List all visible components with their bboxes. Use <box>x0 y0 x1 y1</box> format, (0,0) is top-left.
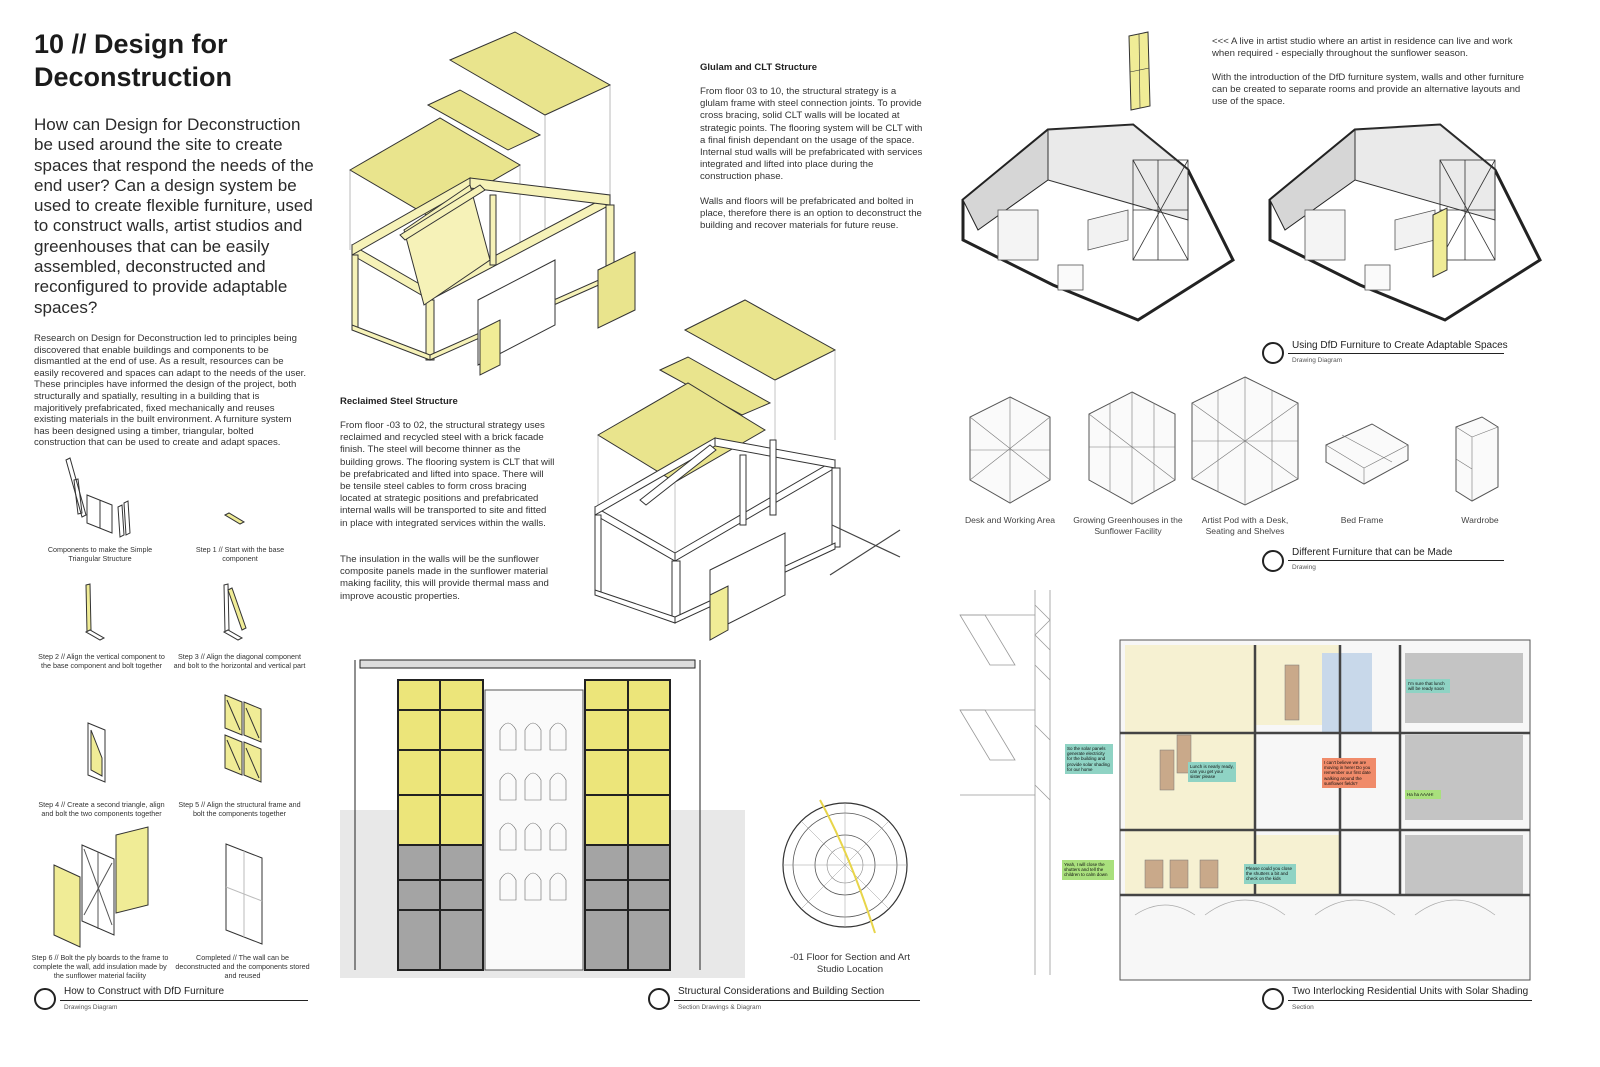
speech-bubble: I'm sure that lunch will be ready soon <box>1406 679 1450 694</box>
step4-drawing <box>87 722 106 783</box>
figure-sub-3: Drawing Diagram <box>1292 357 1343 364</box>
figure-sub-1: Drawings Diagram <box>64 1004 118 1011</box>
furniture-greenhouse-drawing <box>1088 391 1176 505</box>
residential-section-drawing <box>959 590 1531 981</box>
furniture-desk-drawing <box>969 396 1051 504</box>
glulam-paragraph-1: From floor 03 to 10, the structural stra… <box>700 86 923 183</box>
figure-title-4: Different Furniture that can be Made <box>1292 547 1453 558</box>
figure-title-2: Structural Considerations and Building S… <box>678 986 885 997</box>
figure-marker-4 <box>1262 550 1284 572</box>
figure-sub-5: Section <box>1292 1004 1314 1011</box>
step-caption: Completed // The wall can be deconstruct… <box>175 953 310 980</box>
steel-paragraph-1: From floor -03 to 02, the structural str… <box>340 420 555 529</box>
step-caption: Step 4 // Create a second triangle, alig… <box>38 800 165 818</box>
speech-bubble: I can't believe we are moving in here! D… <box>1322 758 1376 789</box>
glulam-structure-drawing <box>349 31 636 376</box>
furniture-bed-frame-drawing <box>1325 423 1409 485</box>
glulam-paragraph-2: Walls and floors will be prefabricated a… <box>700 196 922 232</box>
speech-bubble: So the solar panels generate electricity… <box>1065 744 1113 775</box>
step-caption: Step 6 // Bolt the ply boards to the fra… <box>31 953 169 980</box>
steel-heading: Reclaimed Steel Structure <box>340 396 458 407</box>
speech-bubble: Yeah, I will close the shutters and tell… <box>1062 860 1114 880</box>
design-question: How can Design for Deconstruction be use… <box>34 115 314 317</box>
completed-drawing <box>225 843 263 945</box>
building-section-drawing <box>340 650 745 978</box>
step-caption: Step 3 // Align the diagonal component a… <box>173 652 306 670</box>
figure-marker-2 <box>648 988 670 1010</box>
studio-paragraph-2: With the introduction of the DfD furnitu… <box>1212 72 1524 108</box>
figure-marker-5 <box>1262 988 1284 1010</box>
speech-bubble: Ha ha AAAH! <box>1405 790 1441 800</box>
research-paragraph: Research on Design for Deconstruction le… <box>34 333 307 449</box>
figure-sub-4: Drawing <box>1292 564 1316 571</box>
step-caption: Step 2 // Align the vertical component t… <box>38 652 165 670</box>
furniture-label: Artist Pod with a Desk, Seating and Shel… <box>1201 515 1289 536</box>
steel-structure-drawing <box>594 299 901 641</box>
glulam-heading: Glulam and CLT Structure <box>700 62 818 73</box>
floor-plan-drawing <box>782 799 908 934</box>
step5-drawing <box>224 694 262 783</box>
figure-title-3: Using DfD Furniture to Create Adaptable … <box>1292 340 1508 351</box>
figure-title-1: How to Construct with DfD Furniture <box>64 986 225 997</box>
furniture-label: Desk and Working Area <box>964 515 1056 525</box>
furniture-label: Bed Frame <box>1340 515 1384 525</box>
location-caption: -01 Floor for Section and Art Studio Loc… <box>790 952 910 976</box>
page-title: 10 // Design for Deconstruction <box>34 29 233 92</box>
studio-drawing-after <box>1268 123 1542 322</box>
studio-drawing-before <box>961 123 1235 322</box>
furniture-wardrobe-drawing <box>1455 416 1499 502</box>
speech-bubble: Lunch is nearly ready, can you get your … <box>1188 762 1236 782</box>
steel-paragraph-2: The insulation in the walls will be the … <box>340 554 549 602</box>
step3-drawing <box>222 583 247 641</box>
step-caption: Components to make the Simple Triangular… <box>47 545 153 563</box>
step-caption: Step 1 // Start with the base component <box>195 545 285 563</box>
studio-paragraph-1: <<< A live in artist studio where an art… <box>1212 36 1513 60</box>
figure-marker-3 <box>1262 342 1284 364</box>
figure-title-5: Two Interlocking Residential Units with … <box>1292 986 1529 997</box>
step1-drawing <box>223 512 246 525</box>
figure-marker-1 <box>34 988 56 1010</box>
step6-drawing <box>53 826 149 948</box>
step-caption: Step 5 // Align the structural frame and… <box>178 800 301 818</box>
furniture-label: Growing Greenhouses in the Sunflower Fac… <box>1073 515 1183 536</box>
speech-bubble: Please could you close the shutters a bi… <box>1244 864 1296 884</box>
furniture-label: Wardrobe <box>1461 515 1499 525</box>
studio-wall-panel <box>1128 31 1151 111</box>
furniture-artist-pod-drawing <box>1191 376 1299 506</box>
components-drawing <box>65 457 131 538</box>
figure-sub-2: Section Drawings & Diagram <box>678 1004 762 1011</box>
step2-drawing <box>84 583 106 641</box>
